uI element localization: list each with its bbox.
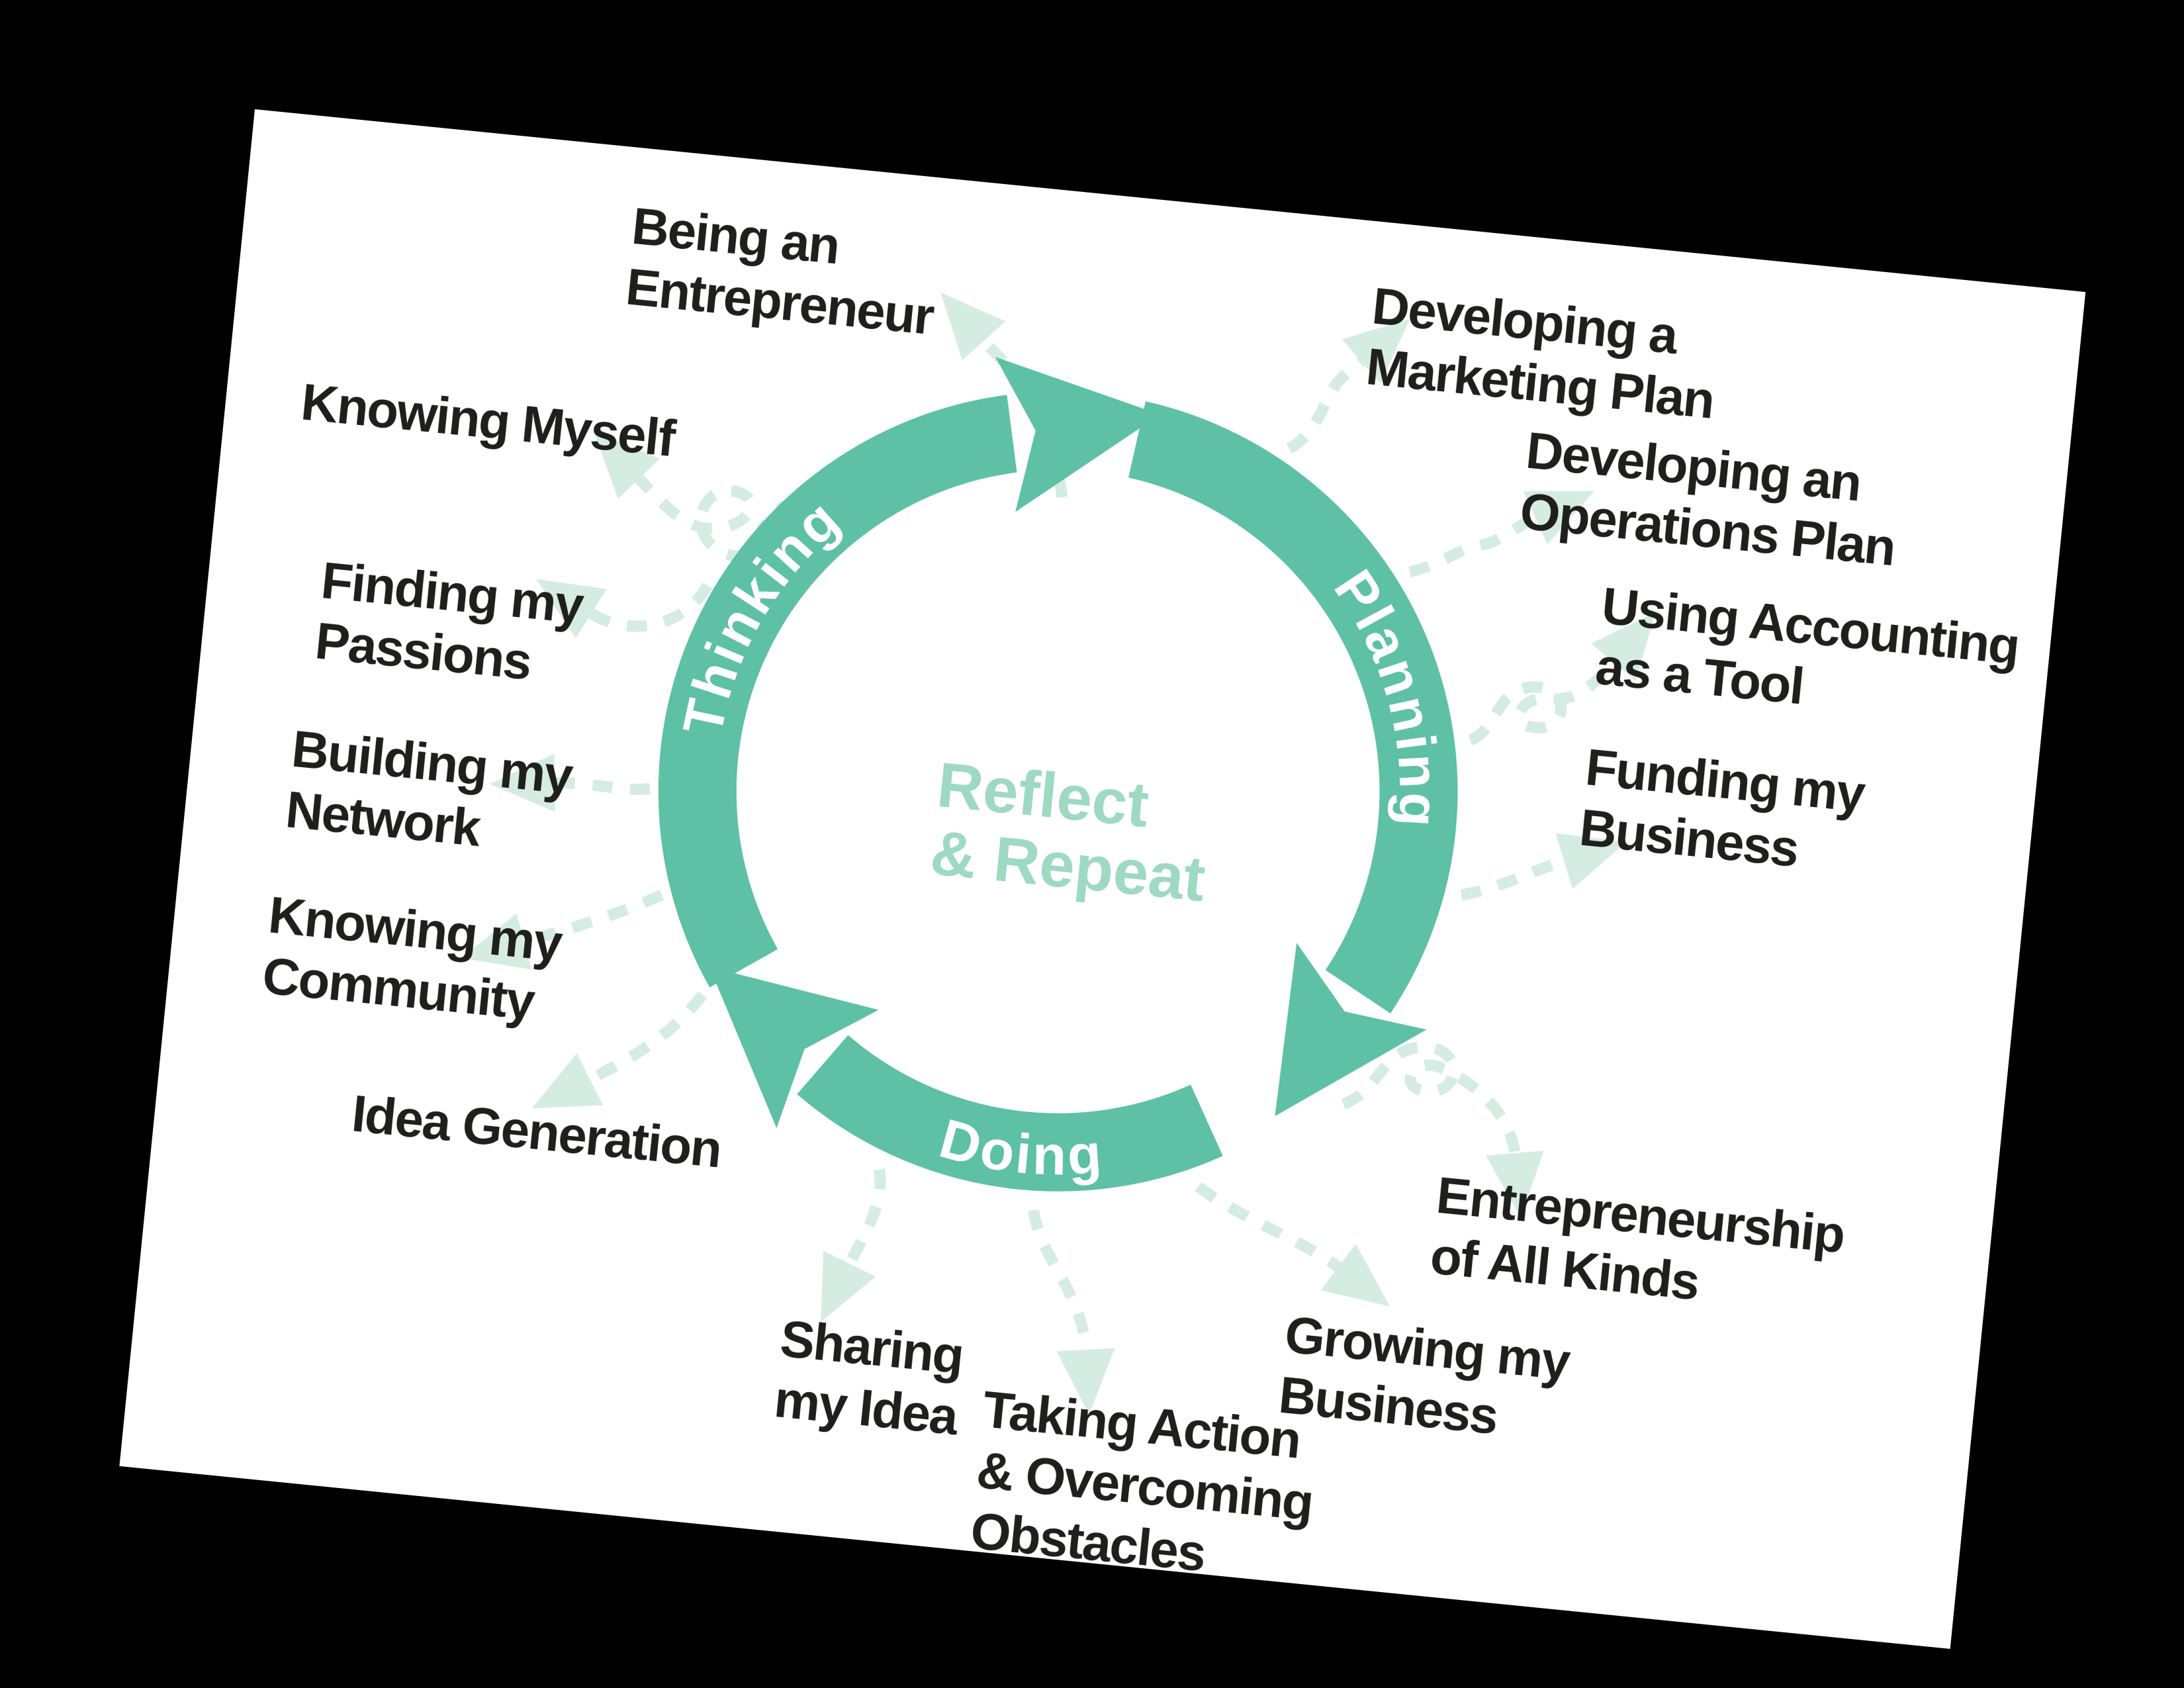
- dashed-arrow-knowing-my-community: [461, 890, 664, 970]
- worksheet-page: Thinking Planning Doing Reflect & Repeat…: [119, 109, 2086, 1649]
- ring-segment-doing: [709, 966, 1223, 1192]
- ring-segment-planning: [1128, 401, 1458, 1117]
- center-reflect-repeat-label: Reflect & Repeat: [927, 749, 1208, 915]
- dashed-arrow-building-my-network: [490, 753, 651, 812]
- cycle-ring: [658, 357, 1458, 1192]
- dashed-arrow-funding-my-business: [1460, 833, 1627, 901]
- cycle-diagram: Thinking Planning Doing: [461, 292, 1656, 1415]
- topic-finding-my-passions: Finding my Passions: [312, 550, 586, 691]
- dashed-arrow-group: [461, 292, 1656, 1415]
- dashed-arrow-developing-operations-plan: [1408, 491, 1595, 578]
- dashed-arrow-entrepreneurship-all-kinds: [1341, 1041, 1544, 1218]
- dashed-arrow-developing-marketing-plan: [1286, 318, 1410, 454]
- ring-segment-thinking: [658, 357, 1161, 988]
- ring-label-thinking-text: Thinking: [670, 475, 857, 750]
- ring-label-thinking: Thinking: [670, 475, 857, 750]
- dashed-arrow-using-accounting: [1467, 612, 1656, 746]
- dashed-arrow-being-an-entrepreneur: [940, 292, 1068, 498]
- dashed-arrow-idea-generation: [531, 991, 707, 1109]
- dashed-arrow-taking-action: [1028, 1209, 1115, 1415]
- dashed-arrow-sharing-my-idea: [821, 1168, 886, 1323]
- topic-taking-action: Taking Action & Overcoming Obstacles: [968, 1380, 1316, 1583]
- topic-sharing-my-idea: Sharing my Idea: [772, 1309, 966, 1446]
- dashed-arrow-finding-my-passions: [536, 579, 713, 639]
- dashed-arrow-growing-my-business: [1195, 1182, 1390, 1307]
